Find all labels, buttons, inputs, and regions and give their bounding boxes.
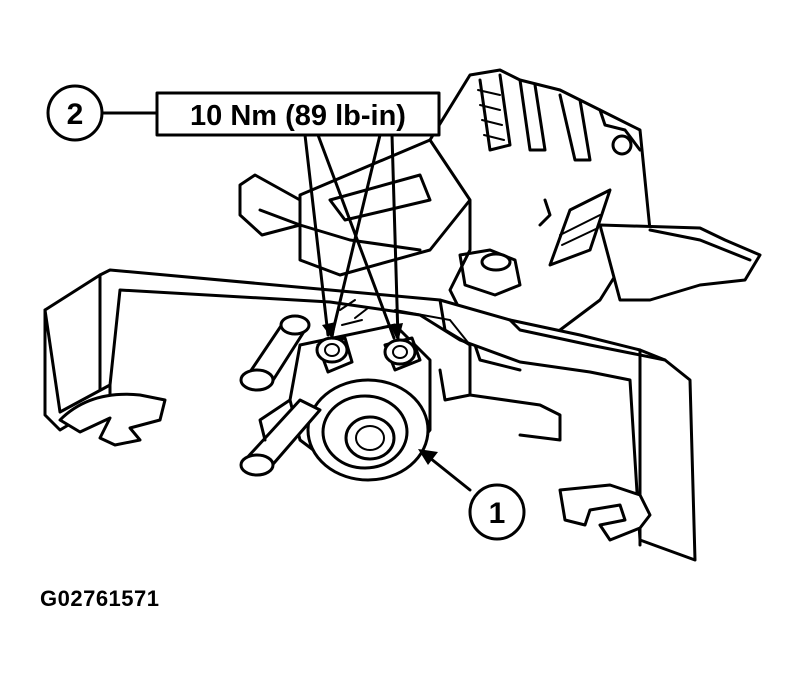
torque-leader-left-1 xyxy=(303,133,330,337)
callout-1-number: 1 xyxy=(489,497,506,530)
sensor-assembly xyxy=(239,299,432,482)
callout-2-number: 2 xyxy=(67,98,84,131)
mounting-bracket xyxy=(43,268,697,562)
callout-1-group: 1 xyxy=(418,449,526,541)
callout-1-leader xyxy=(428,456,472,492)
arrowhead-sensor xyxy=(418,449,438,465)
arrowhead-bolt-right xyxy=(390,323,403,342)
torque-spec-label: 10 Nm (89 lb-in) xyxy=(190,100,406,132)
torque-leader-right-2 xyxy=(390,133,400,340)
callout-2-group: 2 10 Nm (89 lb-in) xyxy=(46,84,441,342)
callout-1-circle xyxy=(468,483,526,541)
torque-spec-box xyxy=(155,91,441,137)
figure-id: G02761571 xyxy=(40,586,160,611)
torque-leader-left-2 xyxy=(330,133,382,337)
arrowhead-bolt-left xyxy=(322,322,336,340)
pedal-bracket-housing xyxy=(238,68,762,372)
